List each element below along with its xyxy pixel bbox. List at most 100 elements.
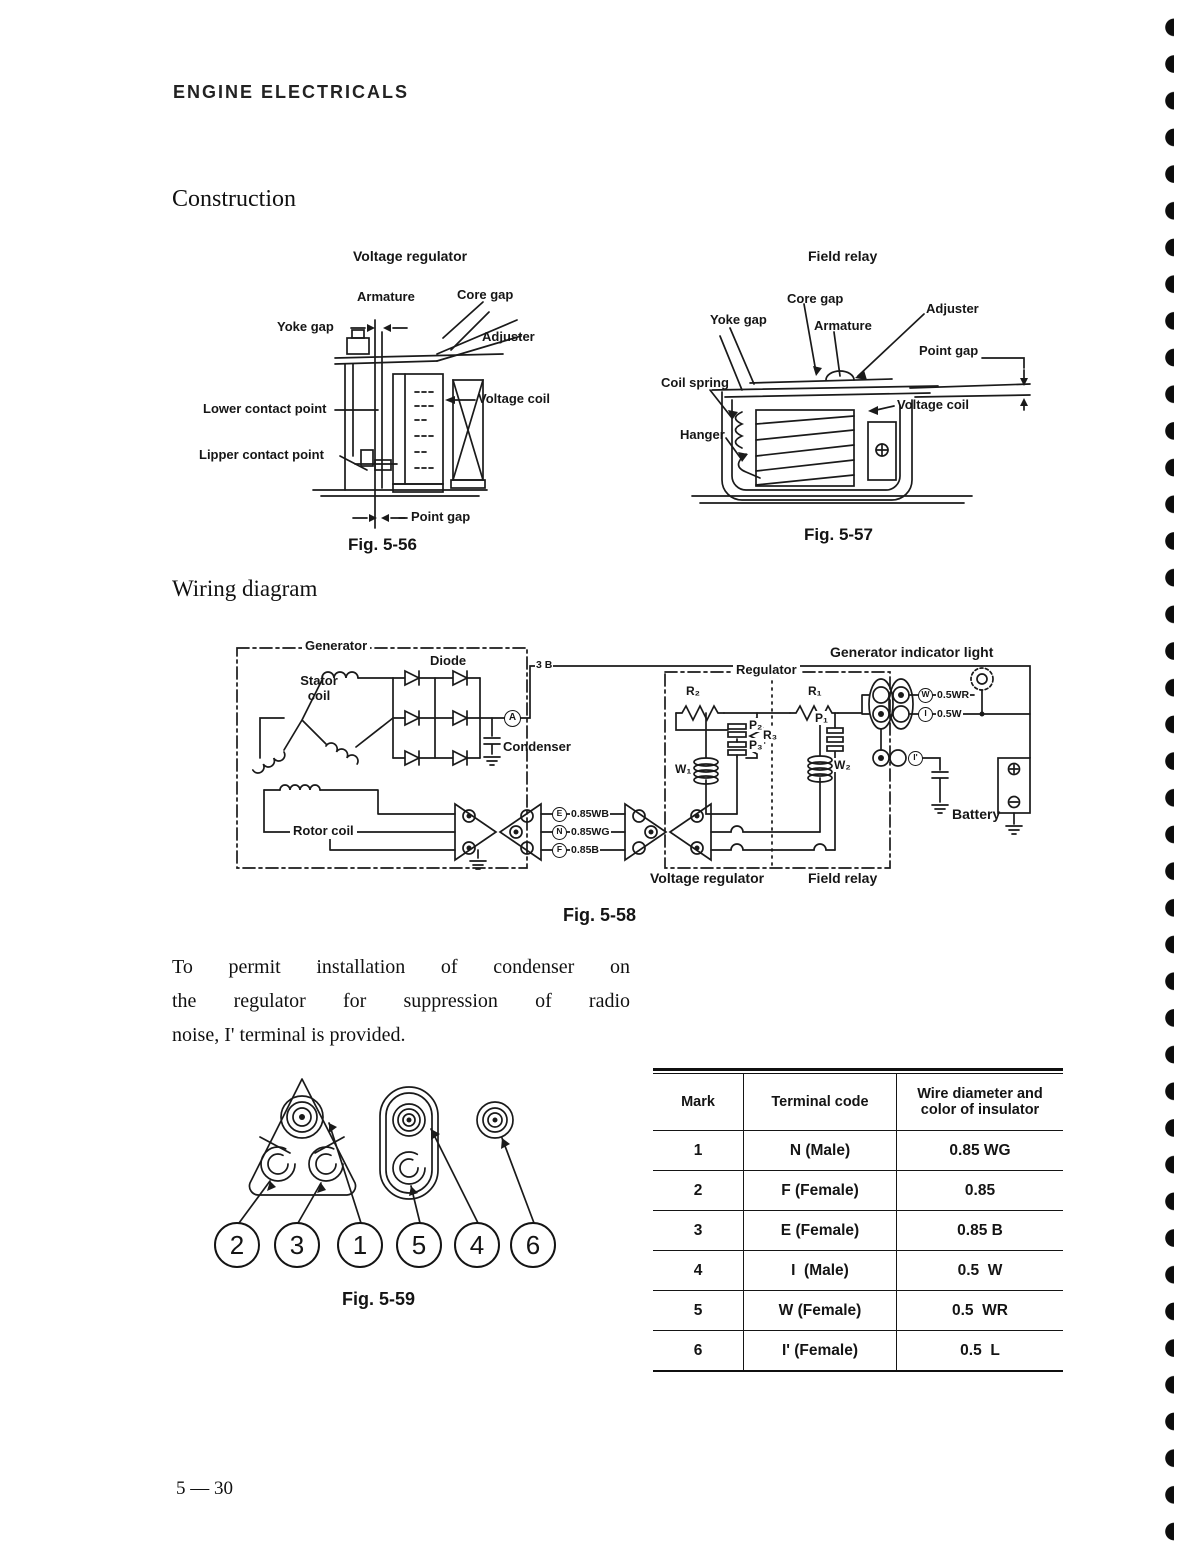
cell-mark: 3	[653, 1210, 744, 1251]
paragraph-line: To permit installation of condenser on	[172, 956, 630, 978]
table-row: 5 W (Female) 0.5 WR	[653, 1290, 1063, 1331]
table-row: 1 N (Male) 0.85 WG	[653, 1130, 1063, 1171]
fig58-rotor-label: Rotor coil	[290, 823, 357, 839]
table-header-mark: Mark	[653, 1073, 744, 1131]
page-number: 5 — 30	[176, 1478, 233, 1499]
fig58-terminal-w-code: 0.5WR	[936, 689, 971, 701]
fig58-p2-label: P₂	[748, 718, 764, 732]
fig58-terminal-w: W	[918, 688, 933, 703]
fig57-label-core-gap: Core gap	[787, 291, 844, 306]
figure-5-59: 2 3 1 5 4 6 Fig. 5-59	[190, 1065, 600, 1320]
cell-terminal: N (Male)	[743, 1130, 897, 1171]
cell-wire: 0.5 W	[896, 1250, 1063, 1291]
fig58-indicator-label: Generator indicator light	[830, 644, 994, 660]
fig58-voltage-regulator-label: Voltage regulator	[650, 870, 765, 886]
fig59-caption: Fig. 5-59	[342, 1289, 416, 1309]
table-row: 6 I' (Female) 0.5 L	[653, 1330, 1063, 1371]
fig58-battery-label: Battery	[952, 806, 1001, 822]
fig58-regulator-box-label: Regulator	[733, 662, 800, 678]
paragraph-line: noise, I' terminal is provided.	[172, 1024, 406, 1046]
cell-wire: 0.85 B	[896, 1210, 1063, 1251]
wiring-schematic	[236, 647, 1031, 870]
fig56-label-yoke-gap: Yoke gap	[277, 319, 334, 334]
cell-mark: 6	[693, 1341, 703, 1359]
page-header: ENGINE ELECTRICALS	[173, 82, 410, 102]
fig56-label-armature: Armature	[357, 289, 415, 304]
fig57-label-hanger: Hanger	[680, 427, 725, 442]
fig56-label-core-gap: Core gap	[457, 287, 514, 302]
table-row: 4 I (Male) 0.5 W	[653, 1250, 1063, 1291]
cell-terminal: I' (Female)	[743, 1330, 897, 1371]
fig57-label-voltage-coil: Voltage coil	[897, 397, 969, 412]
fig58-caption: Fig. 5-58	[563, 905, 637, 925]
fig58-r2-label: R₂	[685, 684, 701, 698]
fig56-caption: Fig. 5-56	[348, 535, 417, 554]
fig57-caption: Fig. 5-57	[804, 525, 873, 544]
fig58-w1-label: W₁	[674, 762, 693, 776]
fig57-title: Field relay	[808, 248, 878, 264]
fig58-wire0-terminal: E	[552, 807, 567, 822]
fig58-wire2-terminal: F	[552, 843, 567, 858]
table-header-wire: Wire diameter and color of insulator	[896, 1073, 1063, 1131]
fig58-wire0-code: 0.85WB	[570, 808, 610, 820]
cell-mark: 1	[653, 1130, 744, 1171]
fig58-wire1-code: 0.85WG	[570, 826, 611, 838]
fig59-mark-1: 1	[337, 1222, 383, 1268]
fig58-generator-box-label: Generator	[302, 638, 371, 654]
fig56-label-adjuster: Adjuster	[482, 329, 535, 344]
fig56-label-point-gap: Point gap	[411, 509, 471, 524]
fig59-mark-3: 3	[274, 1222, 320, 1268]
fig57-label-yoke-gap: Yoke gap	[710, 312, 767, 327]
fig58-stator-label: Stator coil	[300, 673, 338, 703]
figure-5-57: Field relay Core gap Adjuster Yoke gap A…	[630, 240, 1070, 570]
fig58-r3-label: R₃	[762, 728, 779, 742]
cell-wire: 0.85 WG	[896, 1130, 1063, 1171]
fig58-w2-label: W₂	[833, 758, 852, 772]
cell-terminal: E (Female)	[743, 1210, 897, 1251]
paragraph-line: the regulator for suppression of radio	[172, 990, 630, 1012]
fig58-wire2-code: 0.85B	[570, 844, 601, 856]
field-relay-drawing	[691, 303, 1031, 504]
figure-5-56: Voltage regulator Armature Core gap Yoke…	[185, 240, 615, 570]
connector-drawing	[238, 1078, 535, 1224]
table-header-terminal-code: Terminal code	[743, 1073, 897, 1131]
cell-mark: 4	[653, 1250, 744, 1291]
terminal-table: Mark Terminal code Wire diameter and col…	[653, 1068, 1063, 1372]
body-paragraph: To permit installation of condenser on t…	[172, 950, 630, 1052]
fig57-label-adjuster: Adjuster	[926, 301, 979, 316]
terminal-table-grid: Mark Terminal code Wire diameter and col…	[653, 1073, 1063, 1372]
fig56-label-lipper-contact: Lipper contact point	[199, 447, 324, 462]
section-heading-wiring: Wiring diagram	[172, 576, 318, 601]
voltage-regulator-drawing	[312, 301, 522, 529]
cell-terminal: I (Male)	[743, 1250, 897, 1291]
fig56-label-voltage-coil: Voltage coil	[478, 391, 550, 406]
fig58-wire-3b-label: 3 B	[535, 659, 554, 671]
section-heading-construction: Construction	[172, 186, 296, 212]
fig58-wire1-terminal: N	[552, 825, 567, 840]
cell-terminal: W (Female)	[743, 1290, 897, 1331]
cell-mark: 5	[653, 1290, 744, 1331]
table-row: 3 E (Female) 0.85 B	[653, 1210, 1063, 1251]
fig58-p1-label: P₁	[814, 711, 829, 725]
fig57-label-point-gap: Point gap	[919, 343, 979, 358]
cell-mark: 2	[653, 1170, 744, 1211]
cell-wire: 0.5 WR	[896, 1290, 1063, 1331]
binding-holes	[1158, 0, 1174, 1544]
fig58-terminal-a: A	[504, 710, 521, 727]
fig57-label-armature: Armature	[814, 318, 872, 333]
fig56-label-lower-contact: Lower contact point	[203, 401, 327, 416]
fig58-p3-label: P₃	[748, 738, 764, 752]
fig59-mark-4: 4	[454, 1222, 500, 1268]
fig58-r1-label: R₁	[807, 684, 823, 698]
table-row: 2 F (Female) 0.85	[653, 1170, 1063, 1211]
fig57-label-coil-spring: Coil spring	[661, 375, 729, 390]
fig58-terminal-i-prime: I'	[908, 751, 923, 766]
fig58-field-relay-label: Field relay	[808, 870, 878, 886]
fig58-diode-label: Diode	[430, 653, 467, 668]
figure-5-58: Generator Generator indicator light 3 B …	[230, 618, 1040, 908]
fig58-condenser-label: Condenser	[503, 739, 571, 754]
fig59-mark-2: 2	[214, 1222, 260, 1268]
cell-terminal: F (Female)	[743, 1170, 897, 1211]
fig59-mark-6: 6	[510, 1222, 556, 1268]
